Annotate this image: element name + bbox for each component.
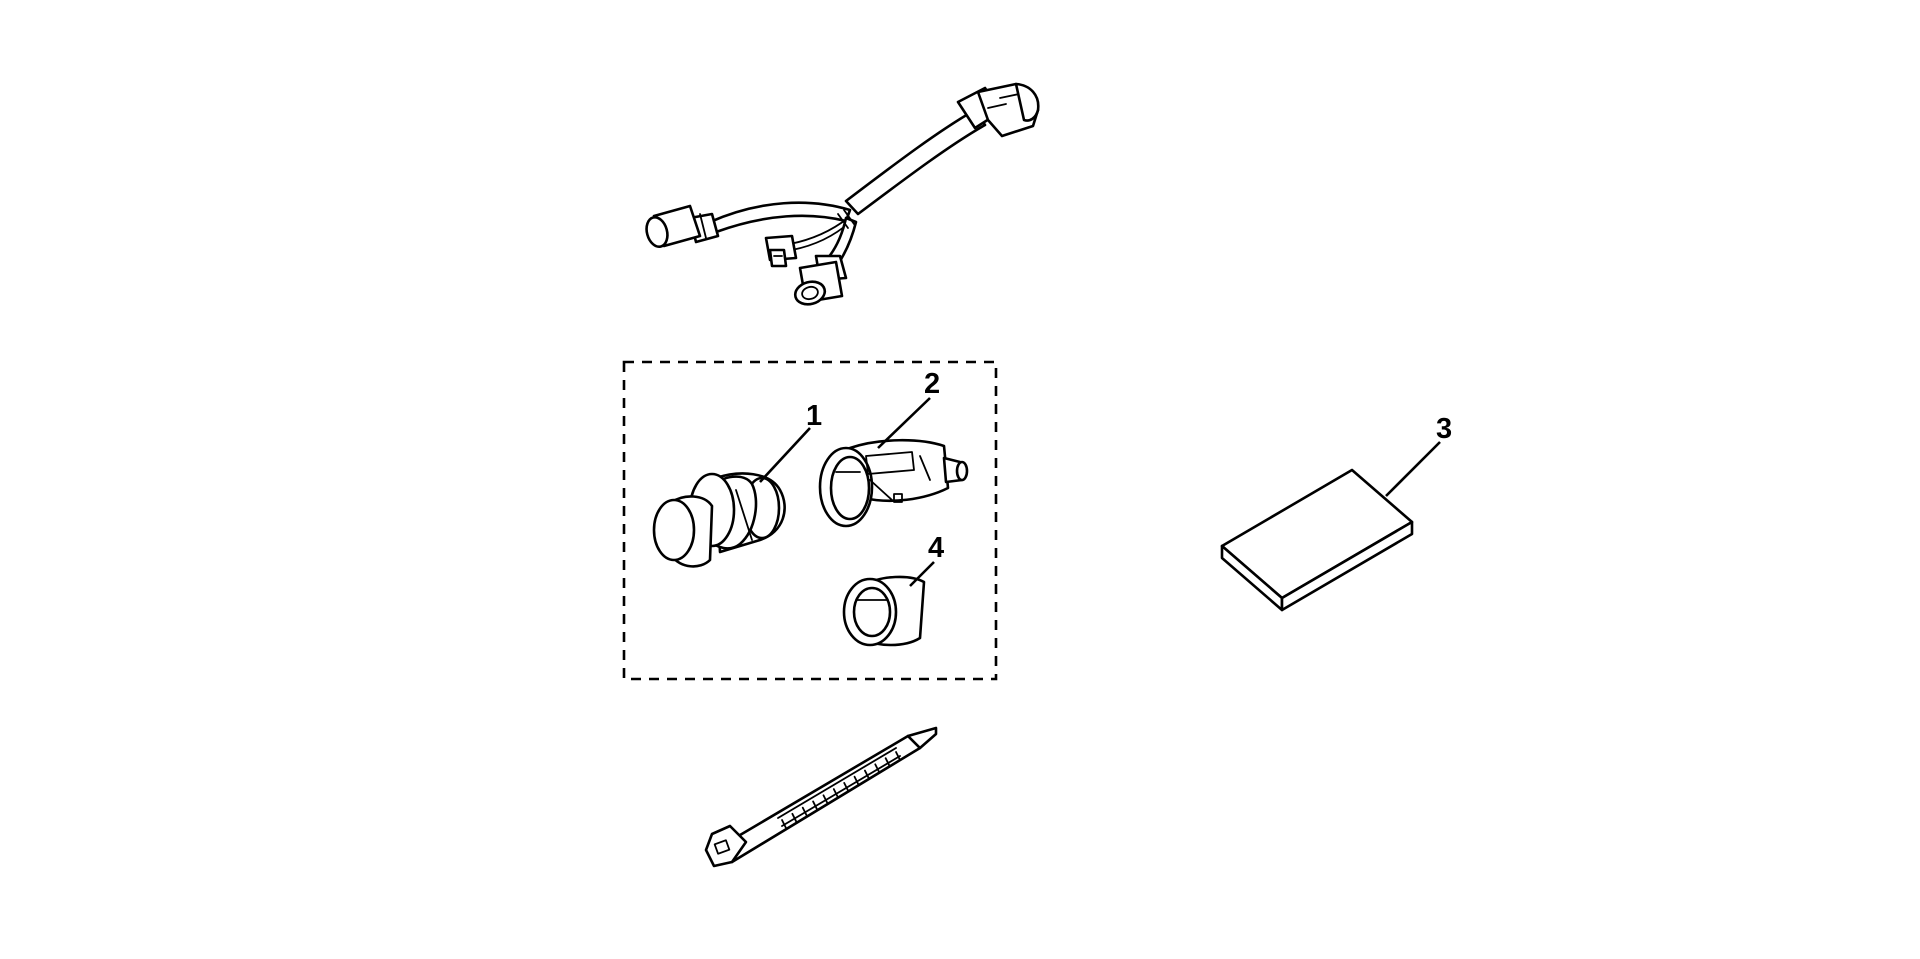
callout-2: 2 xyxy=(924,368,940,400)
leader-line-1 xyxy=(759,427,811,483)
cable-tie-rib xyxy=(853,775,860,786)
part-3-adhesive-pad xyxy=(1220,468,1414,612)
leader-line-3 xyxy=(1385,441,1441,497)
cable-tie-rib xyxy=(832,788,839,798)
harness-plug-lower xyxy=(793,254,848,306)
cable-tie-rib xyxy=(884,757,891,768)
leader-line-4 xyxy=(909,561,935,587)
harness-connector-upper xyxy=(956,82,1040,138)
part-1-lighter-element xyxy=(652,472,786,568)
part-2-lighter-socket xyxy=(818,438,969,528)
cable-tie-rib xyxy=(791,812,798,823)
cable-tie-rib xyxy=(843,782,850,792)
cable-tie-rib xyxy=(801,806,808,817)
wiring-harness xyxy=(645,82,1040,306)
harness-plug-left xyxy=(645,204,720,249)
callout-1: 1 xyxy=(806,400,822,432)
cable-tie-rib xyxy=(812,800,818,811)
leader-line-2 xyxy=(877,397,931,449)
cable-tie-rib xyxy=(895,751,901,761)
cable-tie xyxy=(704,726,938,868)
cable-tie-rib xyxy=(874,763,881,774)
harness-spade-terminal xyxy=(764,234,798,268)
cable-tie-rib xyxy=(822,794,829,805)
callout-4: 4 xyxy=(928,532,944,564)
kit-boundary-box xyxy=(622,360,998,681)
part-4-socket-ring xyxy=(842,575,926,647)
cable-tie-rib xyxy=(781,819,787,829)
cable-tie-rib xyxy=(864,769,870,780)
callout-3: 3 xyxy=(1436,413,1452,445)
